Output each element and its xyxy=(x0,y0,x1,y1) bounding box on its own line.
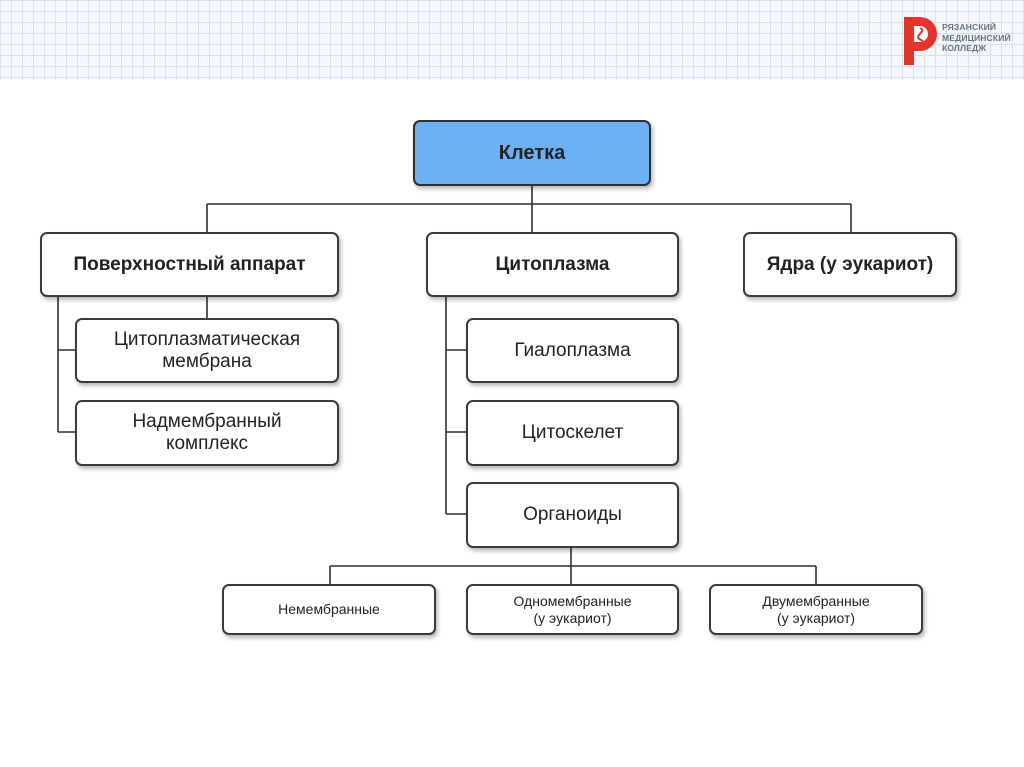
node-nonmembrane: Немембранные xyxy=(222,584,436,635)
node-cytoplasmic-membrane-label: Цитоплазматическая мембрана xyxy=(113,328,301,372)
node-supramembrane-complex: Надмембранный комплекс xyxy=(75,400,339,466)
node-nucleus: Ядра (у эукариот) xyxy=(743,232,957,297)
node-cytoskeleton: Цитоскелет xyxy=(466,400,679,466)
node-nucleus-label: Ядра (у эукариот) xyxy=(766,253,934,275)
header-grid-band xyxy=(0,0,1024,80)
logo-line-3: КОЛЛЕДЖ xyxy=(942,43,987,53)
node-nonmembrane-label: Немембранные xyxy=(278,601,380,617)
node-hyaloplasm: Гиалоплазма xyxy=(466,318,679,383)
node-cell-label: Клетка xyxy=(498,142,566,164)
node-double-membrane: Двумембранные (у эукариот) xyxy=(709,584,923,635)
node-cytoplasmic-membrane: Цитоплазматическая мембрана xyxy=(75,318,339,383)
node-double-membrane-label: Двумембранные (у эукариот) xyxy=(762,592,870,626)
node-cell: Клетка xyxy=(413,120,651,186)
medical-cross-logo-icon xyxy=(904,17,937,65)
node-single-membrane: Одномембранные (у эукариот) xyxy=(466,584,679,635)
node-surface-apparatus-label: Поверхностный аппарат xyxy=(73,253,306,275)
node-supramembrane-complex-label: Надмембранный комплекс xyxy=(132,411,282,454)
node-cytoskeleton-label: Цитоскелет xyxy=(521,422,624,443)
node-single-membrane-label: Одномембранные (у эукариот) xyxy=(513,592,632,626)
node-surface-apparatus: Поверхностный аппарат xyxy=(40,232,339,297)
logo-line-2: МЕДИЦИНСКИЙ xyxy=(942,32,1011,43)
node-cytoplasm-label: Цитоплазма xyxy=(495,253,610,275)
node-cytoplasm: Цитоплазма xyxy=(426,232,679,297)
node-organoids: Органоиды xyxy=(466,482,679,548)
node-organoids-label: Органоиды xyxy=(523,504,622,525)
node-hyaloplasm-label: Гиалоплазма xyxy=(514,339,631,361)
college-logo: РЯЗАНСКИЙ МЕДИЦИНСКИЙ КОЛЛЕДЖ xyxy=(900,14,1012,70)
logo-line-1: РЯЗАНСКИЙ xyxy=(942,22,997,32)
college-name: РЯЗАНСКИЙ МЕДИЦИНСКИЙ КОЛЛЕДЖ xyxy=(942,22,1012,54)
